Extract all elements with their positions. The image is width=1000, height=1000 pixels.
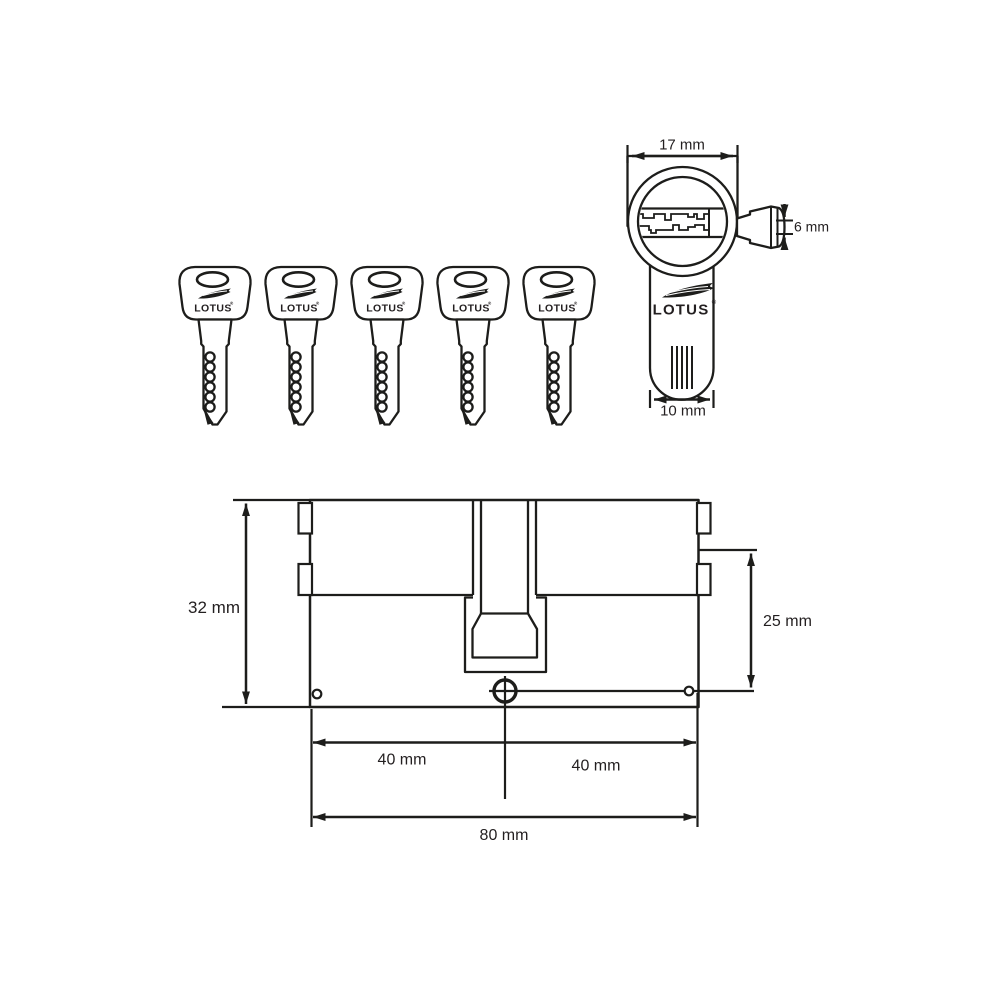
cylinder-face-view: 17 mm 6 mm LOTUS ® <box>626 137 829 420</box>
key-brand-text: LOTUS <box>366 303 404 315</box>
cylinder-face-ribs <box>671 346 693 389</box>
clip-right-bottom <box>695 562 712 597</box>
face-brand-text: LOTUS <box>653 302 710 319</box>
dimension-40mm-left-label: 40 mm <box>378 752 427 769</box>
key-3: LOTUS ® <box>350 265 424 427</box>
key-4: LOTUS ® <box>436 265 510 427</box>
key-registered-mark: ® <box>402 300 406 306</box>
key-2: LOTUS ® <box>264 265 338 427</box>
dimension-40mm-right-label: 40 mm <box>572 758 621 775</box>
key-brand-text: LOTUS <box>280 303 318 315</box>
clip-right-top <box>695 501 712 535</box>
dimension-32mm-label: 32 mm <box>188 598 240 617</box>
key-registered-mark: ® <box>574 300 578 306</box>
face-logo-swoosh-streak <box>665 288 711 297</box>
key-brand-text: LOTUS <box>194 303 232 315</box>
cam-lobe <box>471 612 539 659</box>
dimension-10mm-label: 10 mm <box>660 403 706 420</box>
keyway-profile <box>639 207 726 239</box>
cylinder-body <box>308 498 700 709</box>
cam-housing <box>463 596 548 674</box>
key-registered-mark: ® <box>488 300 492 306</box>
dimension-17mm-label: 17 mm <box>659 137 705 154</box>
face-logo-swoosh-streak <box>667 285 709 294</box>
pin-hole-left <box>311 688 323 700</box>
cylinder-face-plug <box>636 175 729 268</box>
key-1: LOTUS ® <box>178 265 252 427</box>
dimension-25mm-label: 25 mm <box>763 613 812 630</box>
key-brand-text: LOTUS <box>538 303 576 315</box>
key-brand-text: LOTUS <box>452 303 490 315</box>
pin-hole-right <box>683 685 695 697</box>
clip-left-bottom <box>297 562 314 597</box>
dimension-6mm-label: 6 mm <box>794 219 829 235</box>
cylinder-side-view: 32 mm 25 mm 40 mm 40 mm 80 mm <box>188 498 812 844</box>
clip-left-top <box>297 501 314 535</box>
key-registered-mark: ® <box>230 300 234 306</box>
face-registered-mark: ® <box>712 299 717 306</box>
key-registered-mark: ® <box>316 300 320 306</box>
keys-group: LOTUS ® LOTUS ® LOTUS ® LOTUS ® LOTUS ® <box>178 265 596 427</box>
dimension-80mm-label: 80 mm <box>480 827 529 844</box>
key-5: LOTUS ® <box>522 265 596 427</box>
